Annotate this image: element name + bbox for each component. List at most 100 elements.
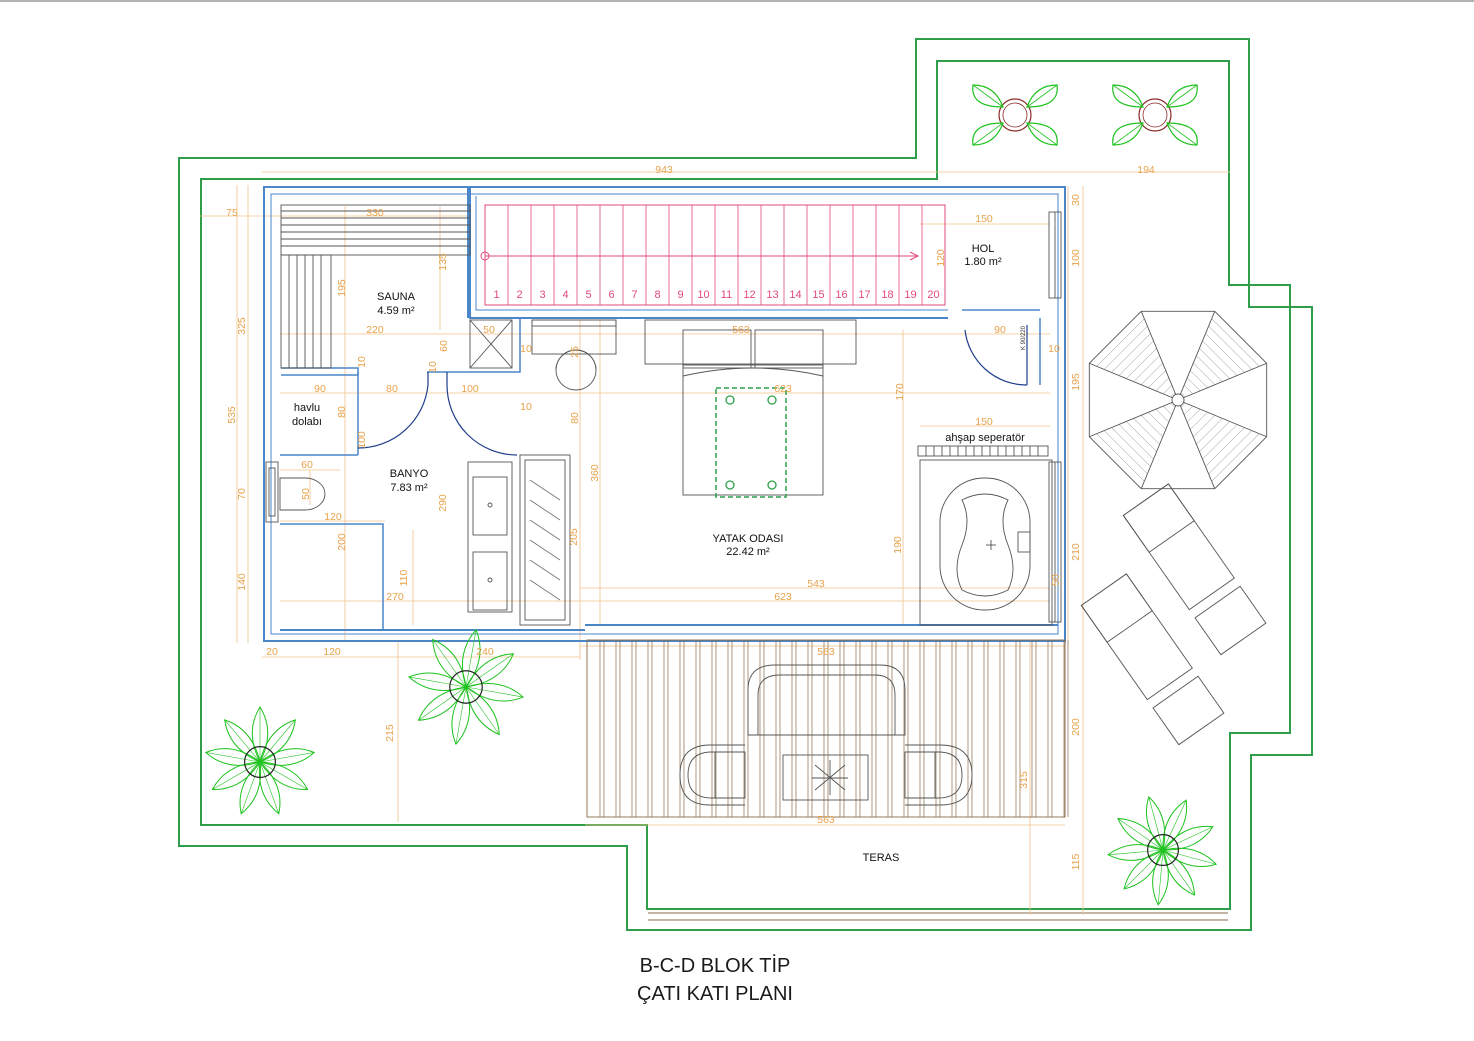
stair-step-number: 3 xyxy=(539,289,545,301)
dim-b120: 120 xyxy=(323,646,341,658)
plant-icon xyxy=(407,628,525,746)
sauna-area: 4.59 m² xyxy=(377,305,415,317)
door-tag: K 90/220 xyxy=(1021,325,1027,350)
sun-lounger-1 xyxy=(1122,483,1267,656)
hol-area: 1.80 m² xyxy=(964,256,1002,268)
dim-120-wc: 120 xyxy=(324,511,342,523)
shower-tray xyxy=(469,319,513,369)
plan-title-line-1: B-C-D BLOK TİP xyxy=(639,955,791,977)
dim-10-c: 10 xyxy=(520,343,532,355)
dim-115: 115 xyxy=(1070,853,1082,870)
dim-623-bot: 623 xyxy=(774,591,792,603)
dim-563-ter: 563 xyxy=(817,814,835,826)
bathtub xyxy=(919,459,1053,626)
dim-30: 30 xyxy=(1070,194,1082,206)
separator-label: ahşap seperatör xyxy=(945,432,1025,444)
dim-10-b: 10 xyxy=(427,361,439,373)
dim-194: 194 xyxy=(1137,164,1155,176)
dim-200: 200 xyxy=(336,533,348,551)
stair-step-number: 20 xyxy=(927,289,939,301)
dim-623-top: 623 xyxy=(774,383,792,395)
outdoor-armchair-right xyxy=(904,744,973,806)
banyo-label: BANYO xyxy=(390,468,429,480)
desk xyxy=(531,319,617,391)
dim-b240: 240 xyxy=(476,646,494,658)
coffee-table xyxy=(782,754,869,801)
stair-step-number: 14 xyxy=(789,289,801,301)
bedside-rug xyxy=(715,387,787,498)
dim-90-r: 90 xyxy=(994,324,1006,336)
sauna-label: SAUNA xyxy=(377,291,416,303)
planter-icon xyxy=(972,84,1058,146)
plant-icon xyxy=(204,706,316,815)
dim-150-hol: 150 xyxy=(975,213,993,225)
dim-330: 330 xyxy=(366,207,384,219)
double-washbasin xyxy=(467,461,513,613)
double-bed xyxy=(644,319,857,496)
toilet xyxy=(265,461,326,523)
dim-50-wc: 50 xyxy=(300,488,312,500)
dim-943: 943 xyxy=(655,164,673,176)
dim-315: 315 xyxy=(1018,771,1030,789)
stair-step-number: 7 xyxy=(631,289,637,301)
planter-icon xyxy=(1112,84,1198,146)
havlu-label-1: havlu xyxy=(294,402,320,414)
plan-title-line-2: ÇATI KATI PLANI xyxy=(637,983,793,1005)
dim-10-a: 10 xyxy=(356,356,368,368)
plants xyxy=(204,84,1218,906)
wardrobe xyxy=(519,454,571,626)
yatak-area: 22.42 m² xyxy=(726,546,770,558)
furniture xyxy=(265,204,1268,818)
havlu-label-2: dolabı xyxy=(292,416,322,428)
dim-135: 135 xyxy=(437,253,449,271)
dimension-lines xyxy=(200,171,1230,915)
wooden-separator xyxy=(917,445,1049,457)
dim-270: 270 xyxy=(386,591,404,603)
dim-170: 170 xyxy=(894,383,906,401)
terrace-deck xyxy=(586,639,1066,818)
dim-25: 25 xyxy=(569,346,581,358)
dim-563-top: 563 xyxy=(732,324,750,336)
stair-step-number: 17 xyxy=(858,289,870,301)
dim-90-l: 90 xyxy=(314,383,326,395)
dim-140: 140 xyxy=(236,573,248,591)
dim-70: 70 xyxy=(236,488,248,500)
staircase xyxy=(480,204,946,306)
sauna-bench xyxy=(280,204,471,369)
dim-535: 535 xyxy=(226,406,238,424)
hol-label: HOL xyxy=(972,243,995,255)
dim-120-hol: 120 xyxy=(935,249,947,267)
dim-80-b: 80 xyxy=(336,406,348,418)
patio-umbrella xyxy=(1088,310,1268,490)
dim-110: 110 xyxy=(398,569,410,586)
dim-b563: 563 xyxy=(817,646,835,658)
dim-290: 290 xyxy=(437,494,449,512)
door-swings xyxy=(357,325,1028,456)
yatak-label: YATAK ODASI xyxy=(713,533,784,545)
stair-step-number: 8 xyxy=(654,289,660,301)
dim-543: 543 xyxy=(807,578,825,590)
dim-100-m: 100 xyxy=(461,383,479,395)
dim-195-r: 195 xyxy=(1070,373,1082,391)
stair-step-number: 10 xyxy=(697,289,709,301)
dim-75: 75 xyxy=(226,207,238,219)
window-right-lower xyxy=(1048,461,1062,623)
stair-step-number: 6 xyxy=(608,289,614,301)
stair-step-number: 1 xyxy=(493,289,499,301)
stair-step-number: 19 xyxy=(904,289,916,301)
banyo-area: 7.83 m² xyxy=(390,482,428,494)
dim-60: 60 xyxy=(438,340,450,352)
stair-step-number: 16 xyxy=(835,289,847,301)
dim-50: 50 xyxy=(483,324,495,336)
teras-label: TERAS xyxy=(863,852,900,864)
dim-b20: 20 xyxy=(266,646,278,658)
outdoor-armchair-left xyxy=(679,744,746,806)
dim-205: 205 xyxy=(568,528,580,546)
dim-325: 325 xyxy=(236,317,248,335)
dimension-labels: 943 194 75 330 150 30 100 135 195 325 12… xyxy=(226,164,1155,870)
stair-step-number: 13 xyxy=(766,289,778,301)
dim-215: 215 xyxy=(384,724,396,742)
stair-step-number: 9 xyxy=(677,289,683,301)
